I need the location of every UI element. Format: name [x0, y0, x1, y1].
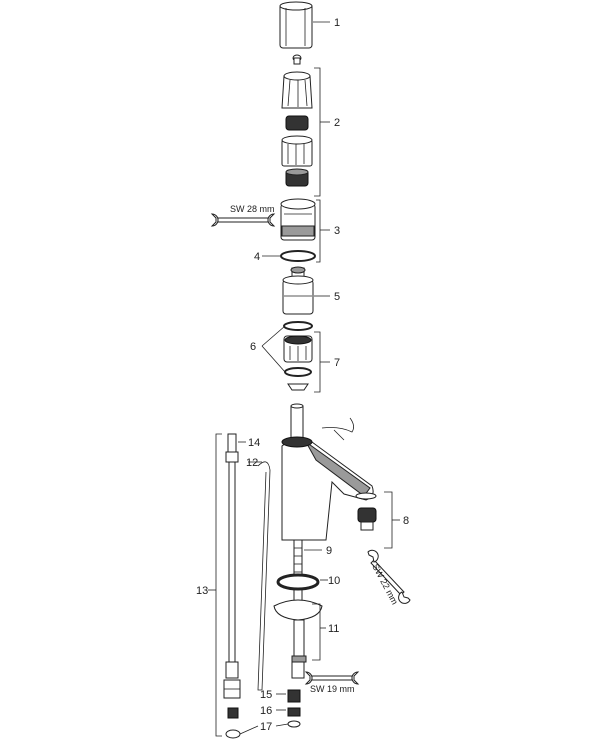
callout-5: 5	[334, 291, 340, 303]
part-7-cartridge-base	[283, 335, 313, 391]
grub-screw	[292, 54, 302, 65]
part-11-mounting-set	[273, 599, 323, 663]
callout-17: 17	[260, 721, 272, 733]
callout-16: 16	[260, 705, 272, 717]
callout-11: 11	[328, 623, 339, 635]
callout-6: 6	[250, 341, 256, 353]
callout-13: 13	[196, 585, 208, 597]
wrench-sw28-label: SW 28 mm	[230, 204, 275, 214]
part-13-supply-hose	[223, 433, 241, 699]
callout-7: 7	[334, 357, 340, 369]
callout-15: 15	[260, 689, 272, 701]
wrench-sw28-icon	[210, 213, 276, 227]
part-8-aerator	[355, 492, 377, 531]
part-4-o-ring	[280, 250, 316, 262]
callout-4: 4	[254, 251, 260, 263]
part-3-cartridge-nut	[280, 198, 316, 241]
retaining-clip	[321, 417, 354, 441]
callout-2: 2	[334, 117, 340, 129]
part-12-lift-rod	[257, 461, 271, 691]
callout-8: 8	[403, 515, 409, 527]
faucet-body	[281, 403, 374, 541]
part-9-threaded-rod	[293, 539, 303, 607]
callout-14: 14	[248, 437, 260, 449]
part-10-gasket	[276, 573, 320, 591]
part-1-handle-cap	[279, 1, 313, 49]
wrench-sw22-icon	[367, 549, 411, 604]
callout-1: 1	[334, 17, 340, 29]
water-inlet-connector	[287, 661, 305, 728]
hose-end-parts-left	[225, 707, 241, 739]
wrench-sw19-icon	[304, 671, 360, 685]
part-5-cartridge	[282, 266, 314, 315]
callout-12: 12	[246, 457, 258, 469]
callout-3: 3	[334, 225, 340, 237]
wrench-sw19-label: SW 19 mm	[310, 684, 355, 694]
callout-10: 10	[328, 575, 340, 587]
callout-9: 9	[326, 545, 332, 557]
part-2-handle-adapter	[281, 71, 313, 187]
